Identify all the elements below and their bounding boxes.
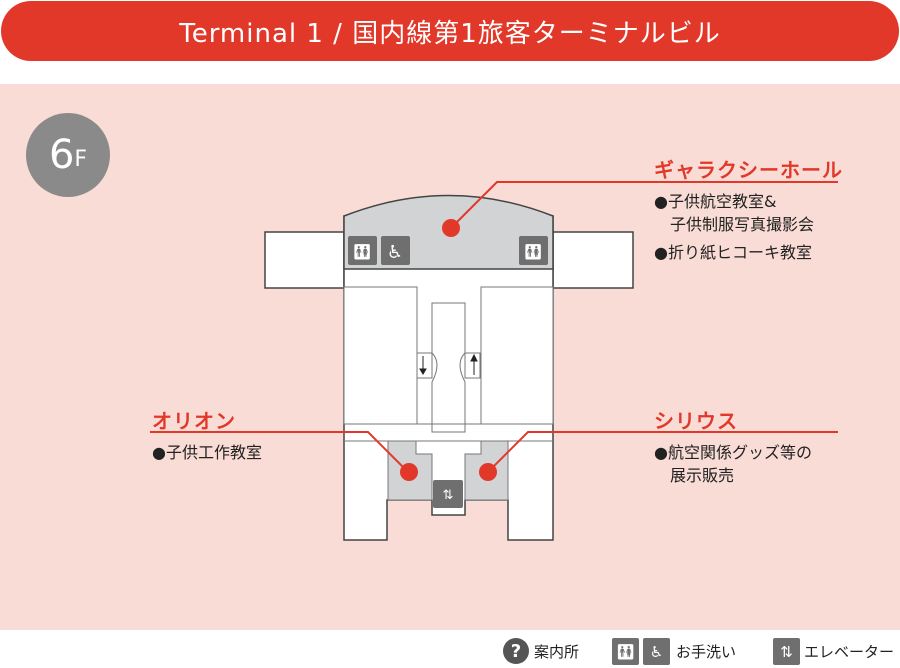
list-item: ●子供航空教室& [654,192,777,211]
right-room [480,286,554,425]
sirius-leader-line [487,431,838,473]
wheelchair-icon: ♿︎ [643,638,670,665]
info-icon: ? [503,638,529,664]
legend-elevator-label: エレベーター [804,643,895,661]
restroom-icon: 🚻︎ [612,638,639,665]
list-item: ●航空関係グッズ等の [654,443,812,462]
list-item: ●折り紙ヒコーキ教室 [654,243,812,262]
sirius-items: ●航空関係グッズ等の 展示販売 [654,441,812,487]
elevator-icon: ⇅ [433,480,463,508]
floor-number: 6 [48,132,75,178]
svg-text:⇅: ⇅ [443,488,454,503]
sirius-label: シリウス [654,409,738,433]
galaxy-hall-items: ●子供航空教室& 子供制服写真撮影会 ●折り紙ヒコーキ教室 [654,190,814,264]
left-room [343,286,418,425]
list-item: 子供制服写真撮影会 [654,215,815,234]
wheelchair-icon: ♿︎ [381,236,410,265]
legend-restroom-label: お手洗い [676,643,737,661]
sirius-marker[interactable] [479,463,497,481]
svg-text:♿︎: ♿︎ [387,242,403,263]
orion-marker[interactable] [400,463,418,481]
orion-label: オリオン [152,409,236,433]
list-item: 展示販売 [654,466,735,485]
restroom-icon: 🚻︎ [348,236,377,265]
list-item: ●子供工作教室 [152,443,262,462]
floor-suffix: F [74,146,88,172]
page-title: Terminal 1 / 国内線第1旅客ターミナルビル [179,18,721,49]
escalator-up [464,352,481,379]
title-bar: Terminal 1 / 国内線第1旅客ターミナルビル [1,1,899,61]
right-wing [552,231,634,289]
legend-restroom: 🚻︎ ♿︎ お手洗い [612,638,736,665]
escalator-down [416,352,433,379]
orion-items: ●子供工作教室 [152,441,262,464]
galaxy-hall-label: ギャラクシーホール [654,158,843,182]
galaxy-leader-line [450,181,838,229]
elevator-icon: ⇅ [773,638,800,665]
left-wing [264,231,345,289]
legend-info-label: 案内所 [534,642,580,661]
svg-text:🚻︎: 🚻︎ [352,243,371,261]
legend-info: ? 案内所 [503,638,579,664]
orion-leader-line [150,431,409,473]
restroom-icon: 🚻︎ [519,236,548,265]
galaxy-hall-marker[interactable] [442,219,460,237]
svg-text:🚻︎: 🚻︎ [523,243,542,261]
legend-elevator: ⇅ エレベーター [773,638,894,665]
central-shaft [431,302,466,433]
